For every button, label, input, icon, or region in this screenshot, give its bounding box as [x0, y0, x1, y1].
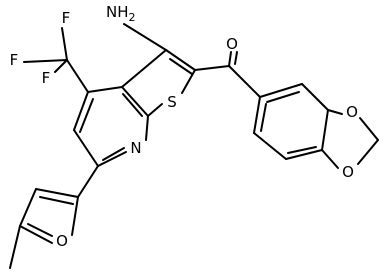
dioxole-bond-3 [357, 139, 379, 165]
dioxole-bond-4 [321, 149, 339, 169]
thiophene-bond-3 [181, 69, 196, 94]
furan-bond-3 [19, 225, 53, 244]
thiophene-double [169, 58, 193, 75]
amino-bond [123, 23, 167, 51]
pyridine-bond-6 [87, 86, 123, 93]
pyridine-bond-5 [121, 86, 149, 117]
bond-group [9, 23, 379, 269]
carbonyl-c-bond [194, 65, 230, 71]
pyridine-double-3 [122, 93, 143, 117]
pyridine-bond-1 [73, 91, 89, 131]
fluorine-label-1: F [62, 9, 71, 27]
pyridine-nitrogen-label: N [130, 139, 141, 157]
furan-double-2 [27, 223, 53, 237]
benzene-bond-3 [321, 109, 329, 151]
cf3-bond-2 [23, 59, 68, 63]
furan-attach-bond [77, 165, 99, 198]
sulfur-atom-label: S [167, 93, 177, 111]
furan-double-1 [39, 196, 74, 205]
aryl-attach-bond [228, 65, 261, 98]
thiophene-bond-4 [147, 103, 163, 117]
thiophene-bond-2 [165, 49, 196, 71]
dioxole-oxygen-lower-label: O [342, 163, 354, 181]
benzene-double-1 [266, 91, 300, 103]
pyridine-bond-2 [73, 129, 99, 167]
cf3-bond-3 [54, 59, 68, 73]
furan-bond-2 [19, 188, 37, 227]
amino-group-label: NH2 [106, 3, 136, 24]
benzene-double-2 [287, 146, 317, 154]
thiophene-bond-1 [121, 49, 167, 88]
furan-bond-4 [71, 196, 79, 236]
benzene-double-3 [260, 103, 267, 132]
cf3-bond-1 [61, 27, 68, 61]
benzene-bond-2 [301, 83, 329, 111]
benzene-bond-5 [253, 132, 287, 160]
benzene-bond-6 [253, 96, 261, 134]
furan-bond-1 [35, 188, 79, 198]
fluorine-label-2: F [10, 51, 19, 69]
carbonyl-double-1 [228, 51, 232, 67]
pyridine-double-1 [79, 98, 94, 133]
methyl-bond [9, 225, 21, 269]
atom-label-group: NH2 S N O O O O F F F [10, 3, 358, 250]
dioxole-bond-2 [359, 117, 379, 141]
benzene-bond-4 [285, 149, 323, 160]
pyridine-double-2 [102, 147, 125, 161]
carbonyl-oxygen-label: O [226, 35, 238, 53]
pyridine-bond-3 [97, 151, 127, 167]
cf3-attach-bond [66, 59, 89, 93]
benzene-bond-1 [259, 83, 303, 98]
dioxole-oxygen-upper-label: O [346, 103, 358, 121]
carbonyl-double-2 [234, 51, 238, 65]
dioxole-bond-1 [327, 109, 343, 115]
pyridine-bond-4 [145, 115, 149, 141]
fluorine-label-3: F [42, 69, 51, 87]
furan-oxygen-label: O [56, 232, 68, 250]
